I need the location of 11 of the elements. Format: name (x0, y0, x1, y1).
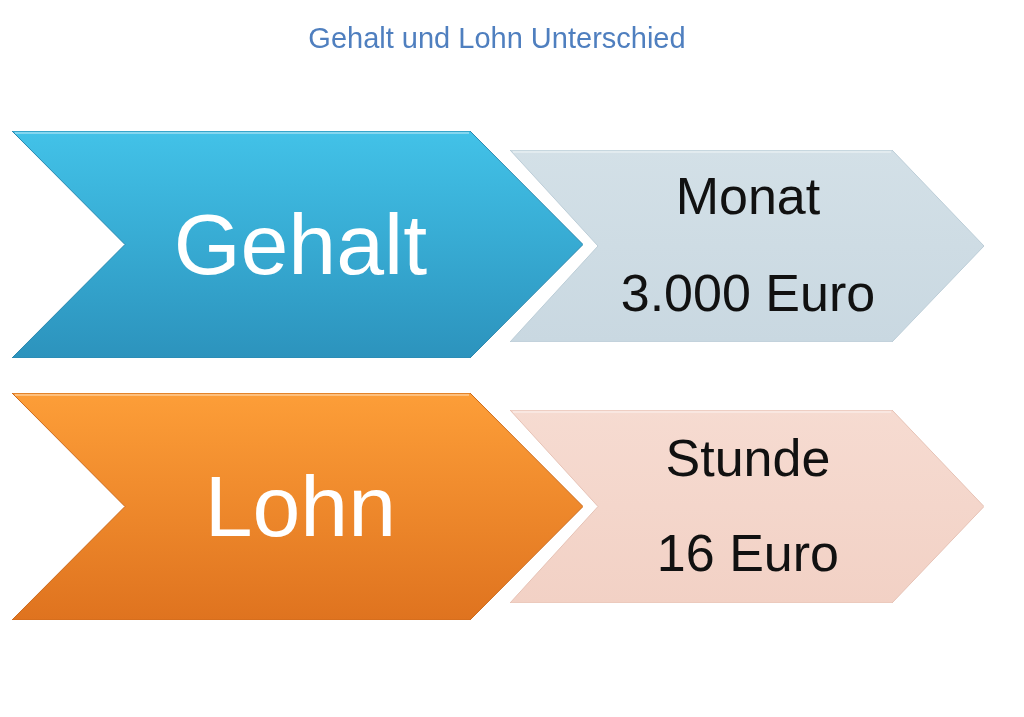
chevron-shape (510, 410, 984, 603)
chevron-label: Gehalt (173, 195, 428, 294)
chevron-label: Monat (675, 166, 821, 228)
diagram-title: Gehalt und Lohn Unterschied (308, 21, 686, 56)
chevron-label: 16 Euro (656, 522, 839, 584)
chevron-label: 3.000 Euro (620, 263, 876, 325)
chevron-label: Lohn (204, 457, 396, 556)
chevron-shape (510, 150, 984, 342)
chevron-shape (12, 393, 583, 620)
chevron-shape (12, 131, 583, 358)
chevron-label: Stunde (665, 428, 831, 490)
